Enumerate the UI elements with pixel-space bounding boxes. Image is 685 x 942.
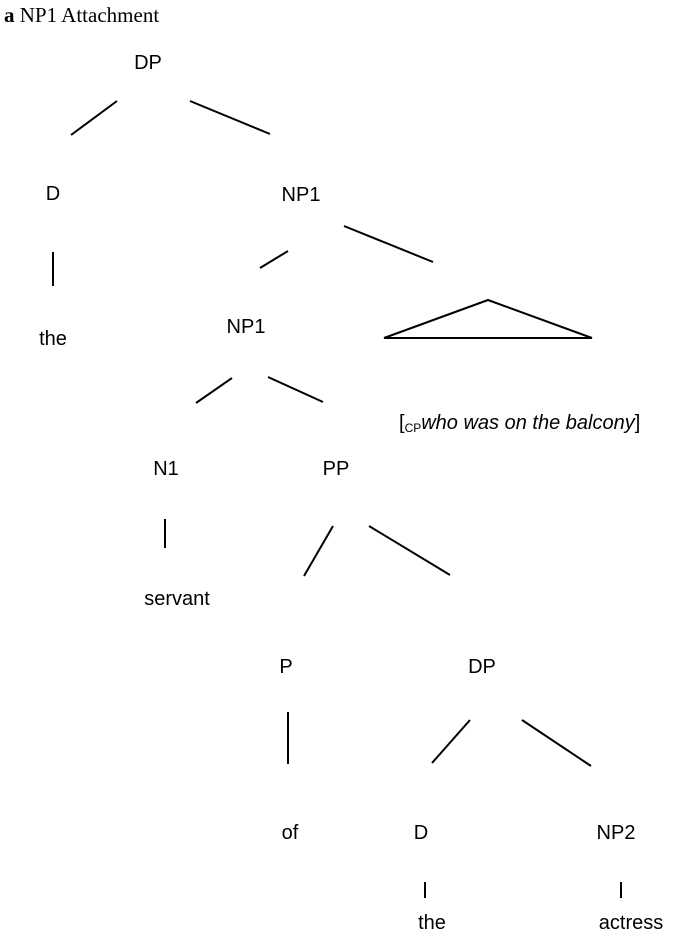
node-n1: N1 — [153, 458, 179, 480]
relative-clause-text: who was on the balcony — [421, 412, 635, 434]
node-d-left: D — [45, 183, 61, 205]
relative-clause-label: [CPwho was on the balcony] — [399, 412, 640, 435]
branch-dp-to-d-lower — [431, 719, 471, 764]
node-pp: PP — [322, 458, 350, 480]
node-servant: servant — [144, 588, 210, 610]
open-bracket: [ — [399, 412, 405, 434]
branch-dp-to-np1 — [189, 100, 271, 135]
branch-dp-to-np2 — [521, 719, 592, 767]
close-bracket: ] — [634, 412, 641, 434]
node-the-lower: the — [418, 912, 446, 934]
branch-np1-to-np1 — [259, 250, 289, 269]
panel-title: NP1 Attachment — [19, 3, 160, 27]
node-dp-top: DP — [134, 52, 162, 74]
node-np2: NP2 — [596, 822, 636, 844]
node-actress: actress — [598, 912, 664, 934]
node-the-left: the — [39, 328, 67, 350]
branch-np1-to-pp — [267, 376, 324, 403]
branch-pp-to-p — [303, 525, 334, 577]
node-np1-lower: NP1 — [226, 316, 266, 338]
branch-np1-to-triangle — [343, 225, 434, 263]
figure-title: a NP1 Attachment — [4, 3, 159, 28]
branch-dp-to-d — [70, 100, 118, 136]
node-of: of — [281, 822, 299, 844]
node-np1-upper: NP1 — [281, 184, 321, 206]
node-p: P — [279, 656, 293, 678]
node-d-lower: D — [413, 822, 429, 844]
cp-triangle — [383, 298, 593, 339]
panel-letter: a — [4, 3, 15, 27]
node-dp-lower: DP — [468, 656, 496, 678]
branch-np1-to-n1 — [195, 377, 233, 404]
cp-subscript: CP — [404, 421, 422, 435]
branch-pp-to-dp — [368, 525, 451, 576]
